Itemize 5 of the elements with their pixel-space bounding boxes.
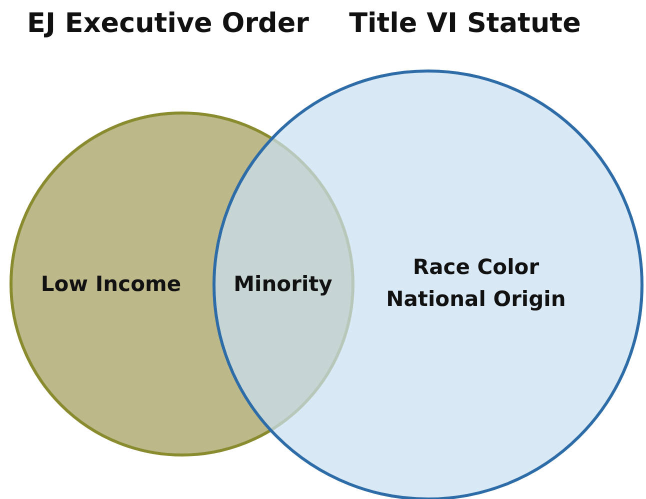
set-label: Race Color National Origin (385, 254, 567, 313)
set-heading: Title VI Statute (349, 8, 581, 39)
set-label: Low Income (40, 271, 182, 298)
overlap-label: Minority (234, 272, 332, 296)
set-heading: EJ Executive Order (27, 8, 309, 39)
